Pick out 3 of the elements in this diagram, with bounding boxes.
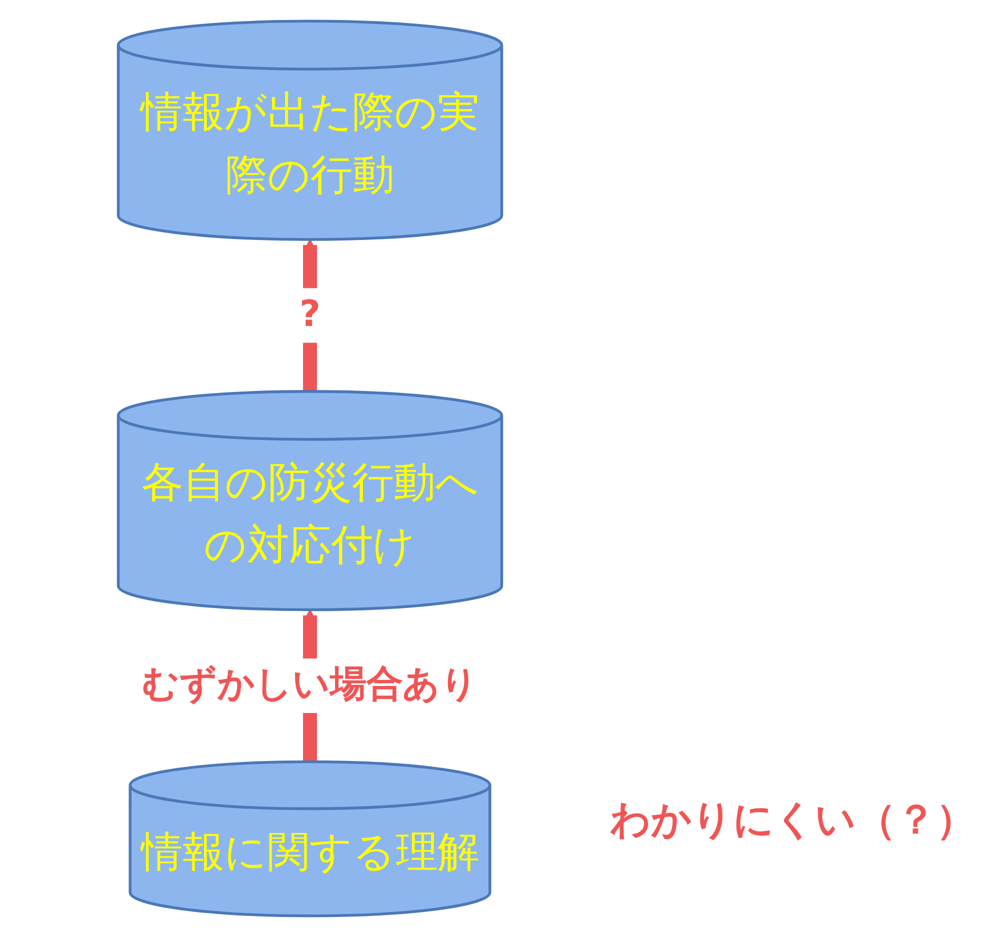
edge-label: むずかしい場合あり: [142, 664, 478, 706]
edge-label: ?: [299, 294, 321, 336]
note-text: わかりにくい（？）: [610, 796, 977, 845]
